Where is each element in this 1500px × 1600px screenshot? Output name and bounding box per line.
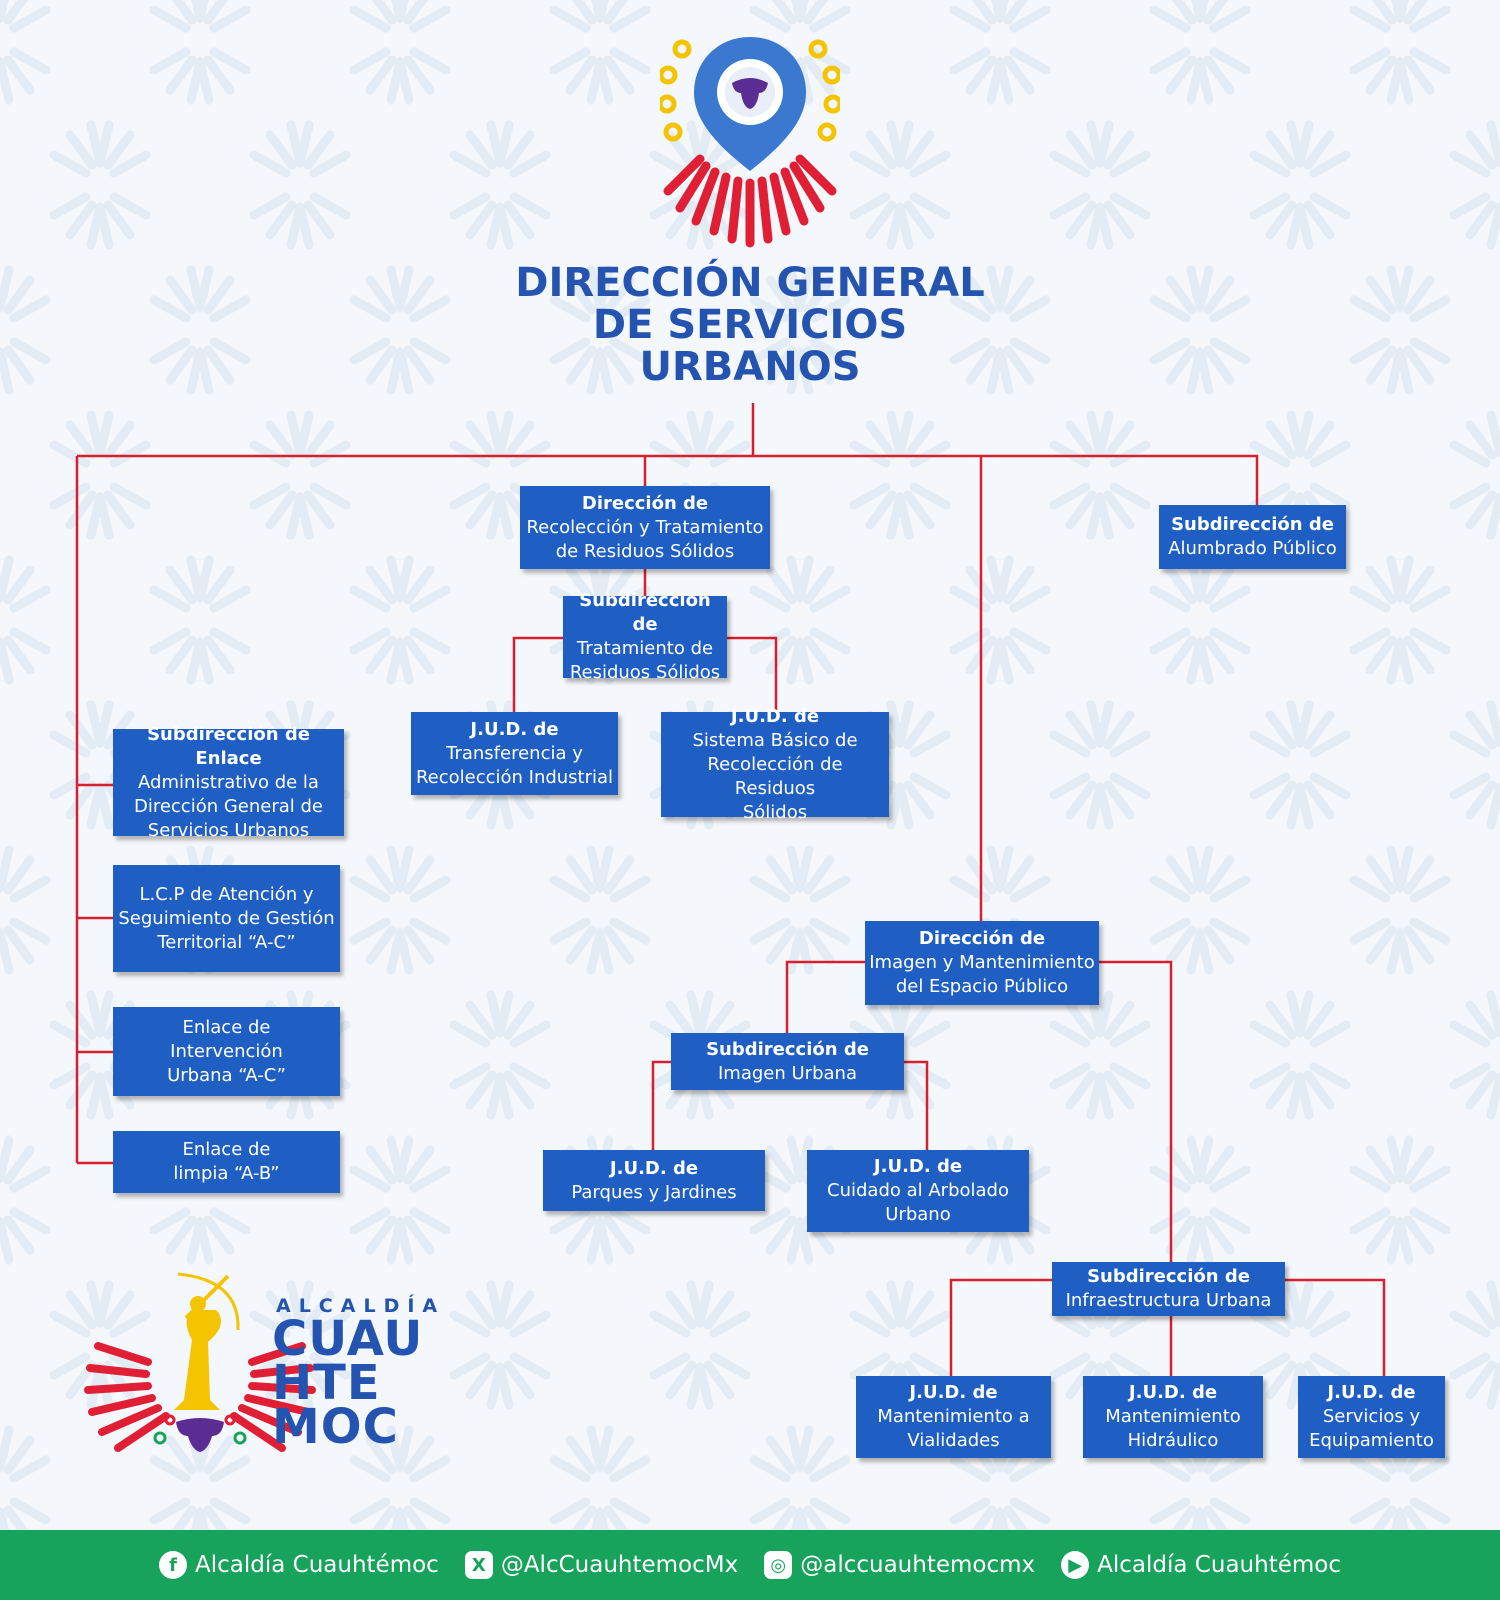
box-text: Transferencia y Recolección Industrial (415, 742, 614, 788)
instagram-icon: ◎ (764, 1551, 793, 1579)
box-text: Mantenimiento a Vialidades (877, 1406, 1030, 1451)
box-text: Recolección y Tratamiento de Residuos Só… (526, 516, 764, 562)
facebook-handle: Alcaldía Cuauhtémoc (195, 1552, 439, 1578)
brand-line-1: CUAU (272, 1311, 424, 1367)
social-footer: f Alcaldía Cuauhtémoc X @AlcCuauhtemocMx… (0, 1530, 1500, 1600)
box-text: L.C.P de Atención y Seguimiento de Gesti… (118, 883, 335, 953)
connector-lines (75, 403, 1386, 1376)
box-direccion-imagen: Dirección de Imagen y Mantenimiento del … (865, 921, 1099, 1005)
box-text: Cuidado al Arbolado Urbano (827, 1180, 1009, 1225)
youtube-handle: Alcaldía Cuauhtémoc (1097, 1552, 1341, 1578)
box-text: Servicios y Equipamiento (1309, 1406, 1434, 1451)
brand-line-3: MOC (272, 1399, 399, 1455)
box-heading: Subdirección de (1087, 1266, 1250, 1287)
box-jud-transferencia: J.U.D. de Transferencia y Recolección In… (411, 712, 618, 795)
box-enlace-intervencion: Enlace de Intervención Urbana “A-C” (113, 1007, 340, 1096)
box-jud-servicios: J.U.D. de Servicios y Equipamiento (1298, 1376, 1445, 1458)
instagram-link[interactable]: ◎ @alccuauhtemocmx (764, 1551, 1035, 1579)
box-heading: J.U.D. de (873, 1156, 963, 1177)
youtube-icon: ▶ (1061, 1551, 1090, 1579)
box-text: Sistema Básico de Recolección de Residuo… (692, 729, 858, 823)
box-heading: Subdirección de (579, 590, 711, 635)
box-enlace-limpia: Enlace de limpia “A-B” (113, 1131, 340, 1193)
box-text: Parques y Jardines (571, 1181, 737, 1203)
box-heading: J.U.D. de (470, 718, 559, 740)
box-heading: J.U.D. de (730, 705, 820, 727)
box-jud-vialidades: J.U.D. de Mantenimiento a Vialidades (856, 1376, 1051, 1458)
box-subdireccion-infraestructura: Subdirección de Infraestructura Urbana (1052, 1262, 1285, 1316)
box-heading: Dirección de (918, 928, 1046, 949)
facebook-link[interactable]: f Alcaldía Cuauhtémoc (159, 1551, 439, 1579)
box-lcp-atencion: L.C.P de Atención y Seguimiento de Gesti… (113, 865, 340, 972)
box-jud-arbolado: J.U.D. de Cuidado al Arbolado Urbano (807, 1150, 1029, 1232)
box-subdireccion-alumbrado: Subdirección de Alumbrado Público (1159, 505, 1346, 569)
box-jud-hidraulico: J.U.D. de Mantenimiento Hidráulico (1083, 1376, 1263, 1458)
box-subdireccion-tratamiento: Subdirección de Tratamiento de Residuos … (563, 590, 727, 683)
box-text: Infraestructura Urbana (1065, 1290, 1272, 1311)
top-emblem-logo (660, 37, 840, 248)
box-direccion-recoleccion: Dirección de Recolección y Tratamiento d… (520, 486, 770, 569)
box-text: Alumbrado Público (1168, 538, 1337, 559)
instagram-handle: @alccuauhtemocmx (800, 1552, 1036, 1578)
page-title: DIRECCIÓN GENERAL DE SERVICIOS URBANOS (420, 262, 1080, 388)
box-heading: J.U.D. de (909, 1382, 998, 1403)
facebook-icon: f (159, 1551, 187, 1579)
title-line-2: DE SERVICIOS (592, 302, 908, 348)
box-text: Enlace de Intervención Urbana “A-C” (167, 1016, 286, 1086)
brand-small: ALCALDÍA (276, 1295, 446, 1317)
box-heading: Subdirección de Enlace (147, 723, 310, 769)
box-subdireccion-enlace-administrativo: Subdirección de Enlace Administrativo de… (113, 724, 344, 841)
box-heading: J.U.D. de (609, 1157, 699, 1179)
youtube-link[interactable]: ▶ Alcaldía Cuauhtémoc (1061, 1551, 1341, 1579)
box-jud-parques: J.U.D. de Parques y Jardines (543, 1150, 765, 1211)
box-subdireccion-imagen: Subdirección de Imagen Urbana (671, 1033, 904, 1090)
box-heading: J.U.D. de (1327, 1382, 1416, 1403)
box-text: Imagen y Mantenimiento del Espacio Públi… (869, 952, 1095, 997)
x-icon: X (464, 1551, 493, 1579)
box-heading: Subdirección de (706, 1038, 869, 1060)
box-text: Imagen Urbana (718, 1062, 857, 1084)
title-line-1: DIRECCIÓN GENERAL (515, 260, 985, 306)
box-heading: Subdirección de (1171, 514, 1334, 535)
box-text: Mantenimiento Hidráulico (1105, 1406, 1241, 1451)
x-link[interactable]: X @AlcCuauhtemocMx (464, 1551, 739, 1579)
alcaldia-cuauhtemoc-logo (84, 1272, 316, 1452)
x-handle: @AlcCuauhtemocMx (500, 1552, 739, 1578)
brand-line-2: HTE (272, 1355, 381, 1411)
brand-wordmark: ALCALDÍA CUAU HTE MOC (272, 1295, 446, 1455)
box-text: Tratamiento de Residuos Sólidos (569, 638, 721, 683)
box-jud-sistema-basico: J.U.D. de Sistema Básico de Recolección … (661, 706, 889, 823)
box-heading: Dirección de (581, 492, 709, 514)
box-text: Administrativo de la Dirección General d… (133, 771, 324, 841)
title-line-3: URBANOS (639, 344, 861, 390)
box-heading: J.U.D. de (1128, 1382, 1218, 1403)
box-text: Enlace de limpia “A-B” (173, 1139, 280, 1184)
